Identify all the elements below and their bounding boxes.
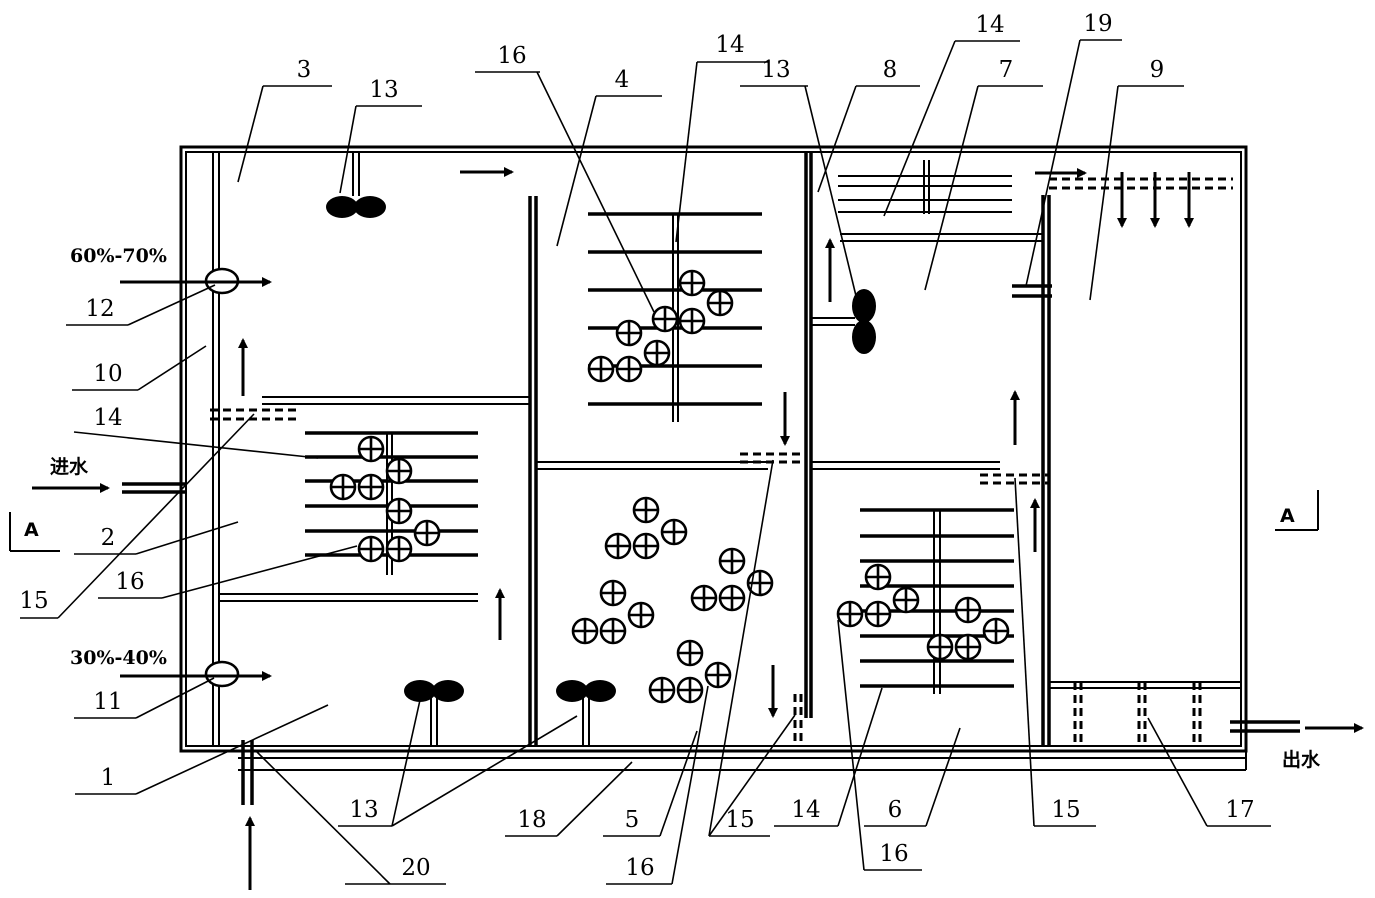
- label-16: 16: [115, 569, 144, 595]
- valve-19: [1012, 284, 1052, 298]
- carriers-zone5: [571, 496, 774, 704]
- label-18: 18: [517, 807, 546, 833]
- label-17: 17: [1225, 797, 1254, 823]
- label-12: 12: [85, 296, 114, 322]
- text-labels: 60%-70% 30%-40% 进水 出水: [50, 245, 1321, 771]
- inlet-pipe: [122, 482, 186, 494]
- section-label-left: A: [24, 519, 39, 541]
- distribution-pipe-10: [212, 152, 220, 746]
- outlet-label: 出水: [1282, 748, 1321, 771]
- label-13: 13: [761, 57, 790, 83]
- label-14: 14: [975, 12, 1004, 38]
- label-19: 19: [1083, 11, 1112, 37]
- perforated-pipes: [210, 177, 1233, 746]
- label-1: 1: [101, 765, 116, 791]
- label-14: 14: [715, 32, 744, 58]
- label-13: 13: [369, 77, 398, 103]
- label-9: 9: [1150, 57, 1165, 83]
- tank-outer-wall: [179, 145, 1248, 753]
- bottom-pipe-18: [238, 751, 1247, 771]
- valve-11: [204, 660, 240, 688]
- label-15: 15: [19, 588, 48, 614]
- label-3: 3: [297, 57, 312, 83]
- label-20: 20: [401, 855, 430, 881]
- label-4: 4: [615, 67, 630, 93]
- aerator-zone5: [556, 680, 616, 746]
- label-15: 15: [1051, 797, 1080, 823]
- media-pack-zone8: [838, 160, 1012, 214]
- label-7: 7: [999, 57, 1014, 83]
- aerator-zone7: [811, 289, 876, 354]
- label-14: 14: [791, 797, 820, 823]
- air-pipe-20: [241, 740, 254, 805]
- label-16: 16: [879, 841, 908, 867]
- label-10: 10: [93, 361, 122, 387]
- ratio-top-label: 60%-70%: [70, 245, 167, 267]
- label-6: 6: [888, 797, 903, 823]
- section-label-right: A: [1280, 505, 1295, 527]
- label-5: 5: [625, 807, 640, 833]
- outlet-pipe: [1230, 720, 1300, 733]
- leader-lines: [20, 39, 1271, 885]
- inlet-label: 进水: [50, 456, 89, 478]
- flow-arrows: [32, 167, 1364, 890]
- section-mark-left: A: [9, 512, 60, 552]
- label-2: 2: [101, 525, 116, 551]
- ratio-bottom-label: 30%-40%: [70, 647, 167, 669]
- label-13: 13: [349, 797, 378, 823]
- label-16: 16: [497, 43, 526, 69]
- aerator-zone1: [404, 680, 464, 746]
- section-mark-right: A: [1275, 490, 1319, 531]
- aerator-zone3: [326, 152, 386, 218]
- label-14: 14: [93, 405, 122, 431]
- label-8: 8: [883, 57, 898, 83]
- label-11: 11: [93, 689, 122, 715]
- part-numbers: 3 13 16 4 14 13 8 14 7 19 9 12 10 14 2 1…: [19, 11, 1254, 881]
- label-16: 16: [625, 855, 654, 881]
- label-15: 15: [725, 807, 754, 833]
- media-pack-zone4: [588, 212, 762, 422]
- drain-pipes-17: [1073, 682, 1202, 746]
